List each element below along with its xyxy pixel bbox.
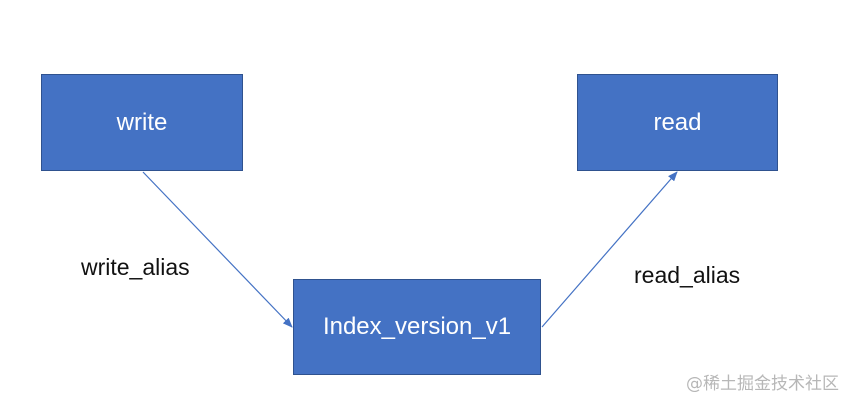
write-alias-label: write_alias bbox=[81, 254, 190, 280]
watermark-text: @稀土掘金技术社区 bbox=[686, 374, 839, 394]
arrow-write-to-index bbox=[142, 171, 293, 328]
read-node: read bbox=[577, 74, 778, 171]
write-node-label: write bbox=[116, 108, 168, 136]
index-node-label: Index_version_v1 bbox=[322, 313, 512, 340]
arrow-index-to-read bbox=[541, 171, 678, 328]
read-alias-label: read_alias bbox=[634, 262, 741, 288]
write-node: write bbox=[41, 74, 243, 171]
read-node-label: read bbox=[653, 108, 702, 136]
index-node: Index_version_v1 bbox=[293, 279, 541, 375]
